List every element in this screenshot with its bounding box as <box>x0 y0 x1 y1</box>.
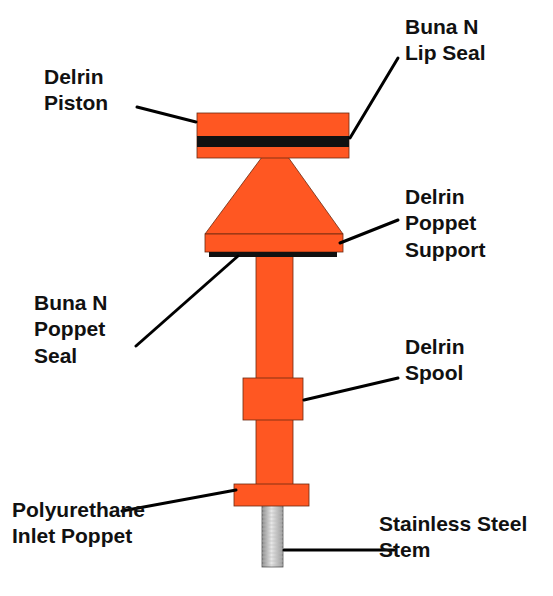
leader-line <box>350 58 398 138</box>
part-label: Delrin Piston <box>44 64 136 117</box>
part-label: Delrin Spool <box>405 334 505 387</box>
part-label: Delrin Poppet Support <box>405 184 517 263</box>
part-label: Polyurethane Inlet Poppet <box>12 497 182 550</box>
part-label: Stainless Steel Stem <box>379 511 549 564</box>
poppet-seal <box>209 252 337 257</box>
poppet-support-base <box>205 234 343 252</box>
shaft <box>256 255 293 486</box>
leader-line <box>284 549 394 552</box>
delrin-spool <box>243 378 303 420</box>
leader-line <box>137 107 196 122</box>
leader-line <box>136 256 238 346</box>
delrin-piston <box>197 113 349 158</box>
part-label: Buna N Lip Seal <box>405 14 509 67</box>
stem-texture <box>262 506 283 566</box>
poppet-support-cone <box>205 157 343 234</box>
lip-seal <box>197 136 349 147</box>
stainless-steel-stem <box>262 504 283 567</box>
leader-line <box>340 220 398 243</box>
part-label: Buna N Poppet Seal <box>34 290 134 369</box>
inlet-poppet <box>234 484 309 506</box>
leader-line <box>304 378 398 400</box>
